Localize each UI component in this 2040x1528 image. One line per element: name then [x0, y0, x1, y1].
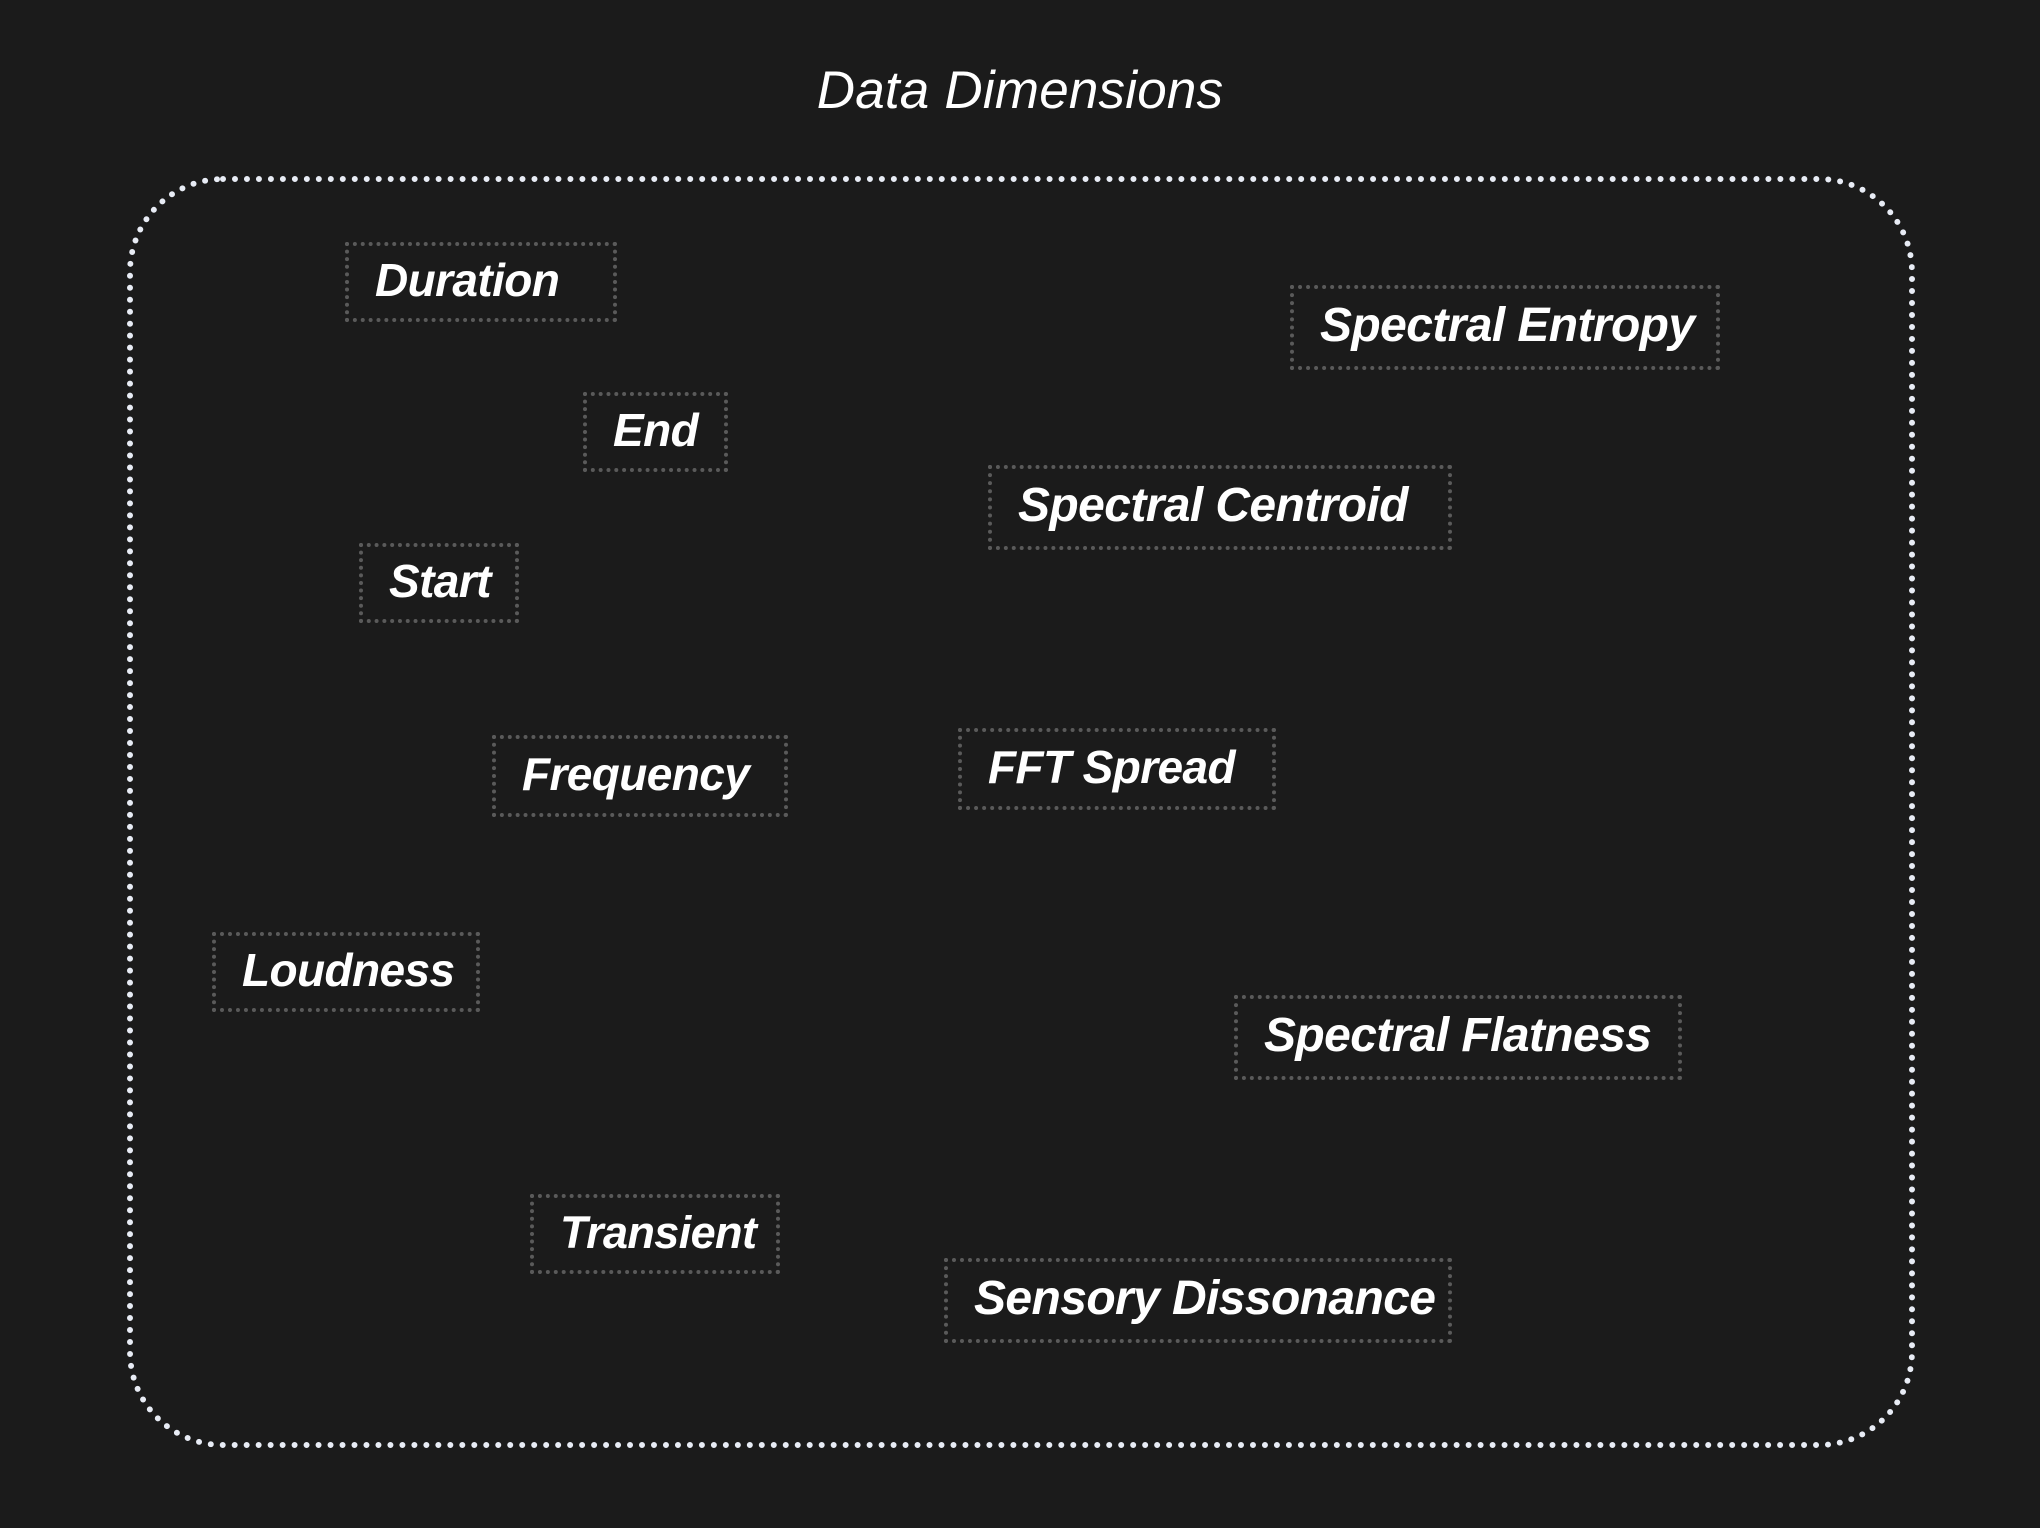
- dimension-chip-label: Sensory Dissonance: [974, 1271, 1436, 1325]
- dimension-chip[interactable]: Start: [359, 543, 519, 623]
- dimension-chip-label: Spectral Centroid: [1018, 478, 1408, 532]
- dimension-chip-label: FFT Spread: [988, 741, 1236, 793]
- dimension-chip[interactable]: Transient: [530, 1194, 780, 1274]
- dimension-chip[interactable]: Sensory Dissonance: [944, 1258, 1452, 1343]
- dimension-chip-label: Spectral Entropy: [1320, 298, 1695, 352]
- dimension-chip-label: Frequency: [522, 748, 750, 800]
- dimension-chip[interactable]: Frequency: [492, 735, 788, 817]
- dimension-chip-label: End: [613, 404, 699, 456]
- dimension-chip[interactable]: Spectral Flatness: [1234, 995, 1682, 1080]
- dimension-chip[interactable]: End: [583, 392, 728, 472]
- dimension-chip-label: Spectral Flatness: [1264, 1008, 1652, 1062]
- page-title: Data Dimensions: [816, 61, 1224, 120]
- dimension-chip[interactable]: FFT Spread: [958, 728, 1276, 810]
- dimension-chip-label: Loudness: [242, 944, 455, 996]
- dimension-chip[interactable]: Spectral Entropy: [1290, 285, 1720, 370]
- dimension-chip-label: Duration: [375, 254, 560, 306]
- dimension-chip[interactable]: Spectral Centroid: [988, 465, 1452, 550]
- dimension-chip-label: Start: [389, 555, 491, 607]
- data-dimensions-canvas: [127, 176, 1915, 1448]
- dimension-chip-label: Transient: [560, 1206, 757, 1258]
- dimension-chip[interactable]: Duration: [345, 242, 617, 322]
- dimension-chip[interactable]: Loudness: [212, 932, 480, 1012]
